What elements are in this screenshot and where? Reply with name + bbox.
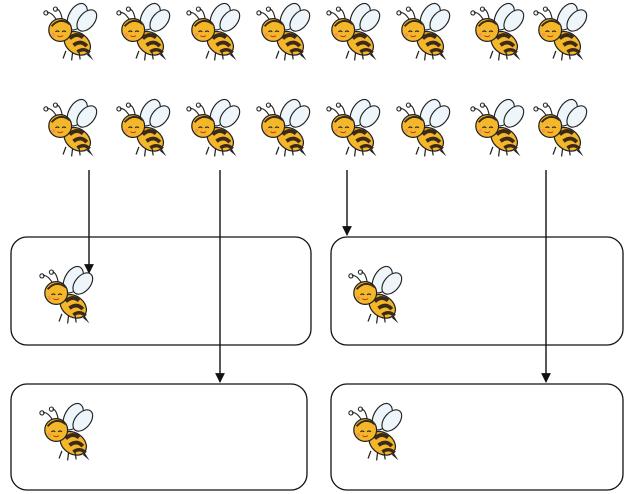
bee-2-2-icon [114, 94, 176, 159]
bee-1-4-icon [254, 0, 316, 63]
box-bottom-right [330, 383, 624, 491]
bee-2-3-icon [184, 94, 246, 159]
bee-2-5-icon [324, 94, 386, 159]
bee-2-6-icon [394, 94, 456, 159]
bee-1-1-icon [41, 0, 103, 63]
bee-2-8-icon [531, 94, 593, 159]
bee-2-1-icon [41, 94, 103, 159]
bee-1-3-icon [184, 0, 246, 63]
bee-1-2-icon [114, 0, 176, 63]
box-top-right [330, 236, 624, 346]
bee-1-8-icon [531, 0, 593, 63]
bee-1-6-icon [394, 0, 456, 63]
bee-2-4-icon [254, 94, 316, 159]
bee-1-5-icon [324, 0, 386, 63]
bee-1-7-icon [468, 0, 530, 63]
bee-2-7-icon [468, 94, 530, 159]
